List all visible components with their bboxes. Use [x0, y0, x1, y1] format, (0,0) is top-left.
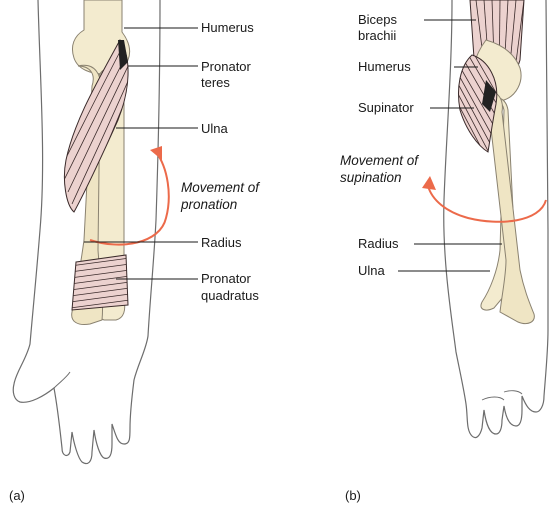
- label-b-ulna: Ulna: [358, 263, 385, 279]
- panel-a-letter: (a): [9, 488, 25, 503]
- panel-b-letter: (b): [345, 488, 361, 503]
- label-b-movement-line1: Movement of: [340, 153, 418, 169]
- panel-b-arrowhead: [422, 176, 436, 190]
- label-a-pronator-teres-line1: Pronator: [201, 59, 251, 75]
- label-a-pronator-teres-line2: teres: [201, 75, 230, 91]
- label-b-biceps-line1: Biceps: [358, 12, 397, 28]
- panel-a-drawing: [13, 0, 198, 464]
- label-b-supinator: Supinator: [358, 100, 414, 116]
- label-a-movement-line1: Movement of: [181, 180, 259, 196]
- label-a-movement-line2: pronation: [181, 197, 237, 213]
- panel-b-drawing: [398, 0, 548, 438]
- panel-a-hand-crease: [54, 372, 70, 388]
- label-b-radius: Radius: [358, 236, 398, 252]
- panel-b-knuckle-lines: [482, 391, 522, 400]
- label-a-pronator-quadratus-line2: quadratus: [201, 288, 259, 304]
- label-b-movement-line2: supination: [340, 170, 402, 186]
- label-b-humerus: Humerus: [358, 59, 411, 75]
- label-a-radius: Radius: [201, 235, 241, 251]
- label-b-biceps-line2: brachii: [358, 28, 396, 44]
- label-a-pronator-quadratus-line1: Pronator: [201, 271, 251, 287]
- label-a-humerus: Humerus: [201, 20, 254, 36]
- panel-a-arrowhead: [150, 146, 162, 160]
- panel-b-supination-arrow: [428, 186, 546, 222]
- label-a-ulna: Ulna: [201, 121, 228, 137]
